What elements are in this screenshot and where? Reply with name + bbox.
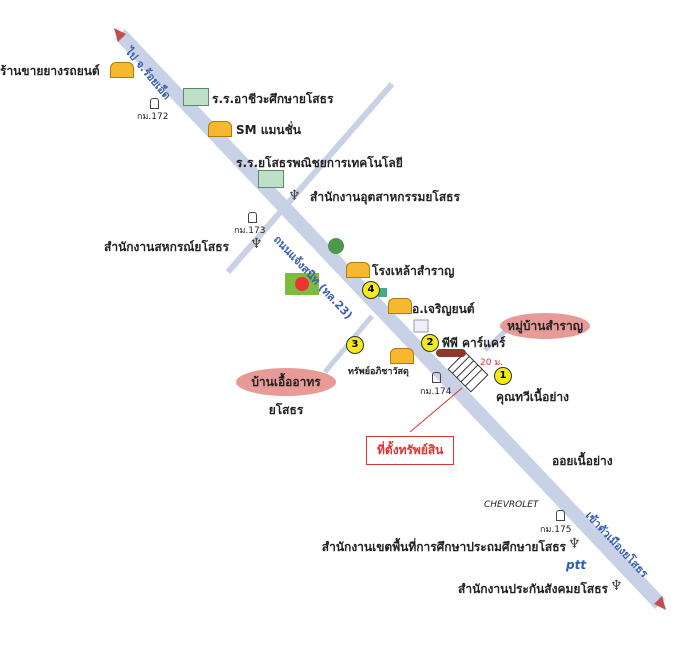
ssi-office-label: สำนักงานประกันสังคมยโสธร [458,582,608,596]
supply-label: ทรัพย์อภิชาวัสดุ [348,367,409,377]
school-icon [183,88,209,106]
km-174: กม.174 [420,387,452,397]
village-uea-arthon: บ้านเอื้ออาทรยโสธร [236,368,336,417]
cafe-icon [328,238,344,254]
garuda-icon: ♆ [288,188,301,204]
garuda-icon: ♆ [250,236,263,252]
km-marker-icon [248,212,257,223]
arrow-south-icon [654,596,666,610]
village-samran: หมู่บ้านสำราญ [500,313,590,339]
marker-3: 3 [346,336,364,354]
coop-office-label: สำนักงานสหกรณ์ยโสธร [104,240,229,254]
garuda-icon: ♆ [610,578,623,594]
seven-eleven-icon [378,288,387,297]
property-location-label: ที่ตั้งทรัพย์สิน [366,436,455,465]
pp-carcare-label: พีพี คาร์แคร์ [442,336,506,350]
distance-label: 20 ม. [480,358,504,368]
km-marker-icon [556,510,565,521]
km-marker-icon [150,98,159,109]
shop-icon [390,348,414,364]
shop-icon [110,62,134,78]
arrow-north-icon [114,28,126,42]
marker-4: 4 [362,281,380,299]
tech-school-label: ร.ร.ยโสธรพณิชยการเทคโนโลยี [236,156,403,170]
oi-grill-label: ออยเนื้อย่าง [552,454,613,468]
industry-office-label: สำนักงานอุตสาหกรรมยโสธร [310,190,460,204]
ptt-logo: ptt [566,558,587,572]
km-173: กม.173 [234,226,266,236]
khun-thawi-label: คุณทวีเนื้อย่าง [496,390,569,404]
cross-road [225,82,395,274]
shop-icon [346,262,370,278]
shop-icon [208,121,232,137]
marker-1: 1 [494,367,512,385]
charoen-yont-label: อ.เจริญยนต์ [412,302,475,316]
km-172: กม.172 [137,112,169,122]
vocational-school-label: ร.ร.อาชีวะศึกษายโสธร [212,92,334,106]
car-icon [436,349,466,357]
tire-shop-label: ร้านขายยางรถยนต์ [0,64,100,78]
shop-icon [388,298,412,314]
edu-office-label: สำนักงานเขตพื้นที่การศึกษาประถมศึกษายโสธ… [321,540,566,554]
garuda-icon: ♆ [568,536,581,552]
honda-icon [413,319,429,333]
km-175: กม.175 [540,525,572,535]
km-marker-icon [432,372,441,383]
marker-2: 2 [421,334,439,352]
school-icon [258,170,284,188]
distillery-label: โรงเหล้าสำราญ [372,264,455,278]
property-plot [447,351,489,393]
property-pointer [409,387,463,433]
chevrolet-logo: CHEVROLET [484,500,539,510]
sm-mansion-label: SM แมนชั่น [236,123,301,137]
